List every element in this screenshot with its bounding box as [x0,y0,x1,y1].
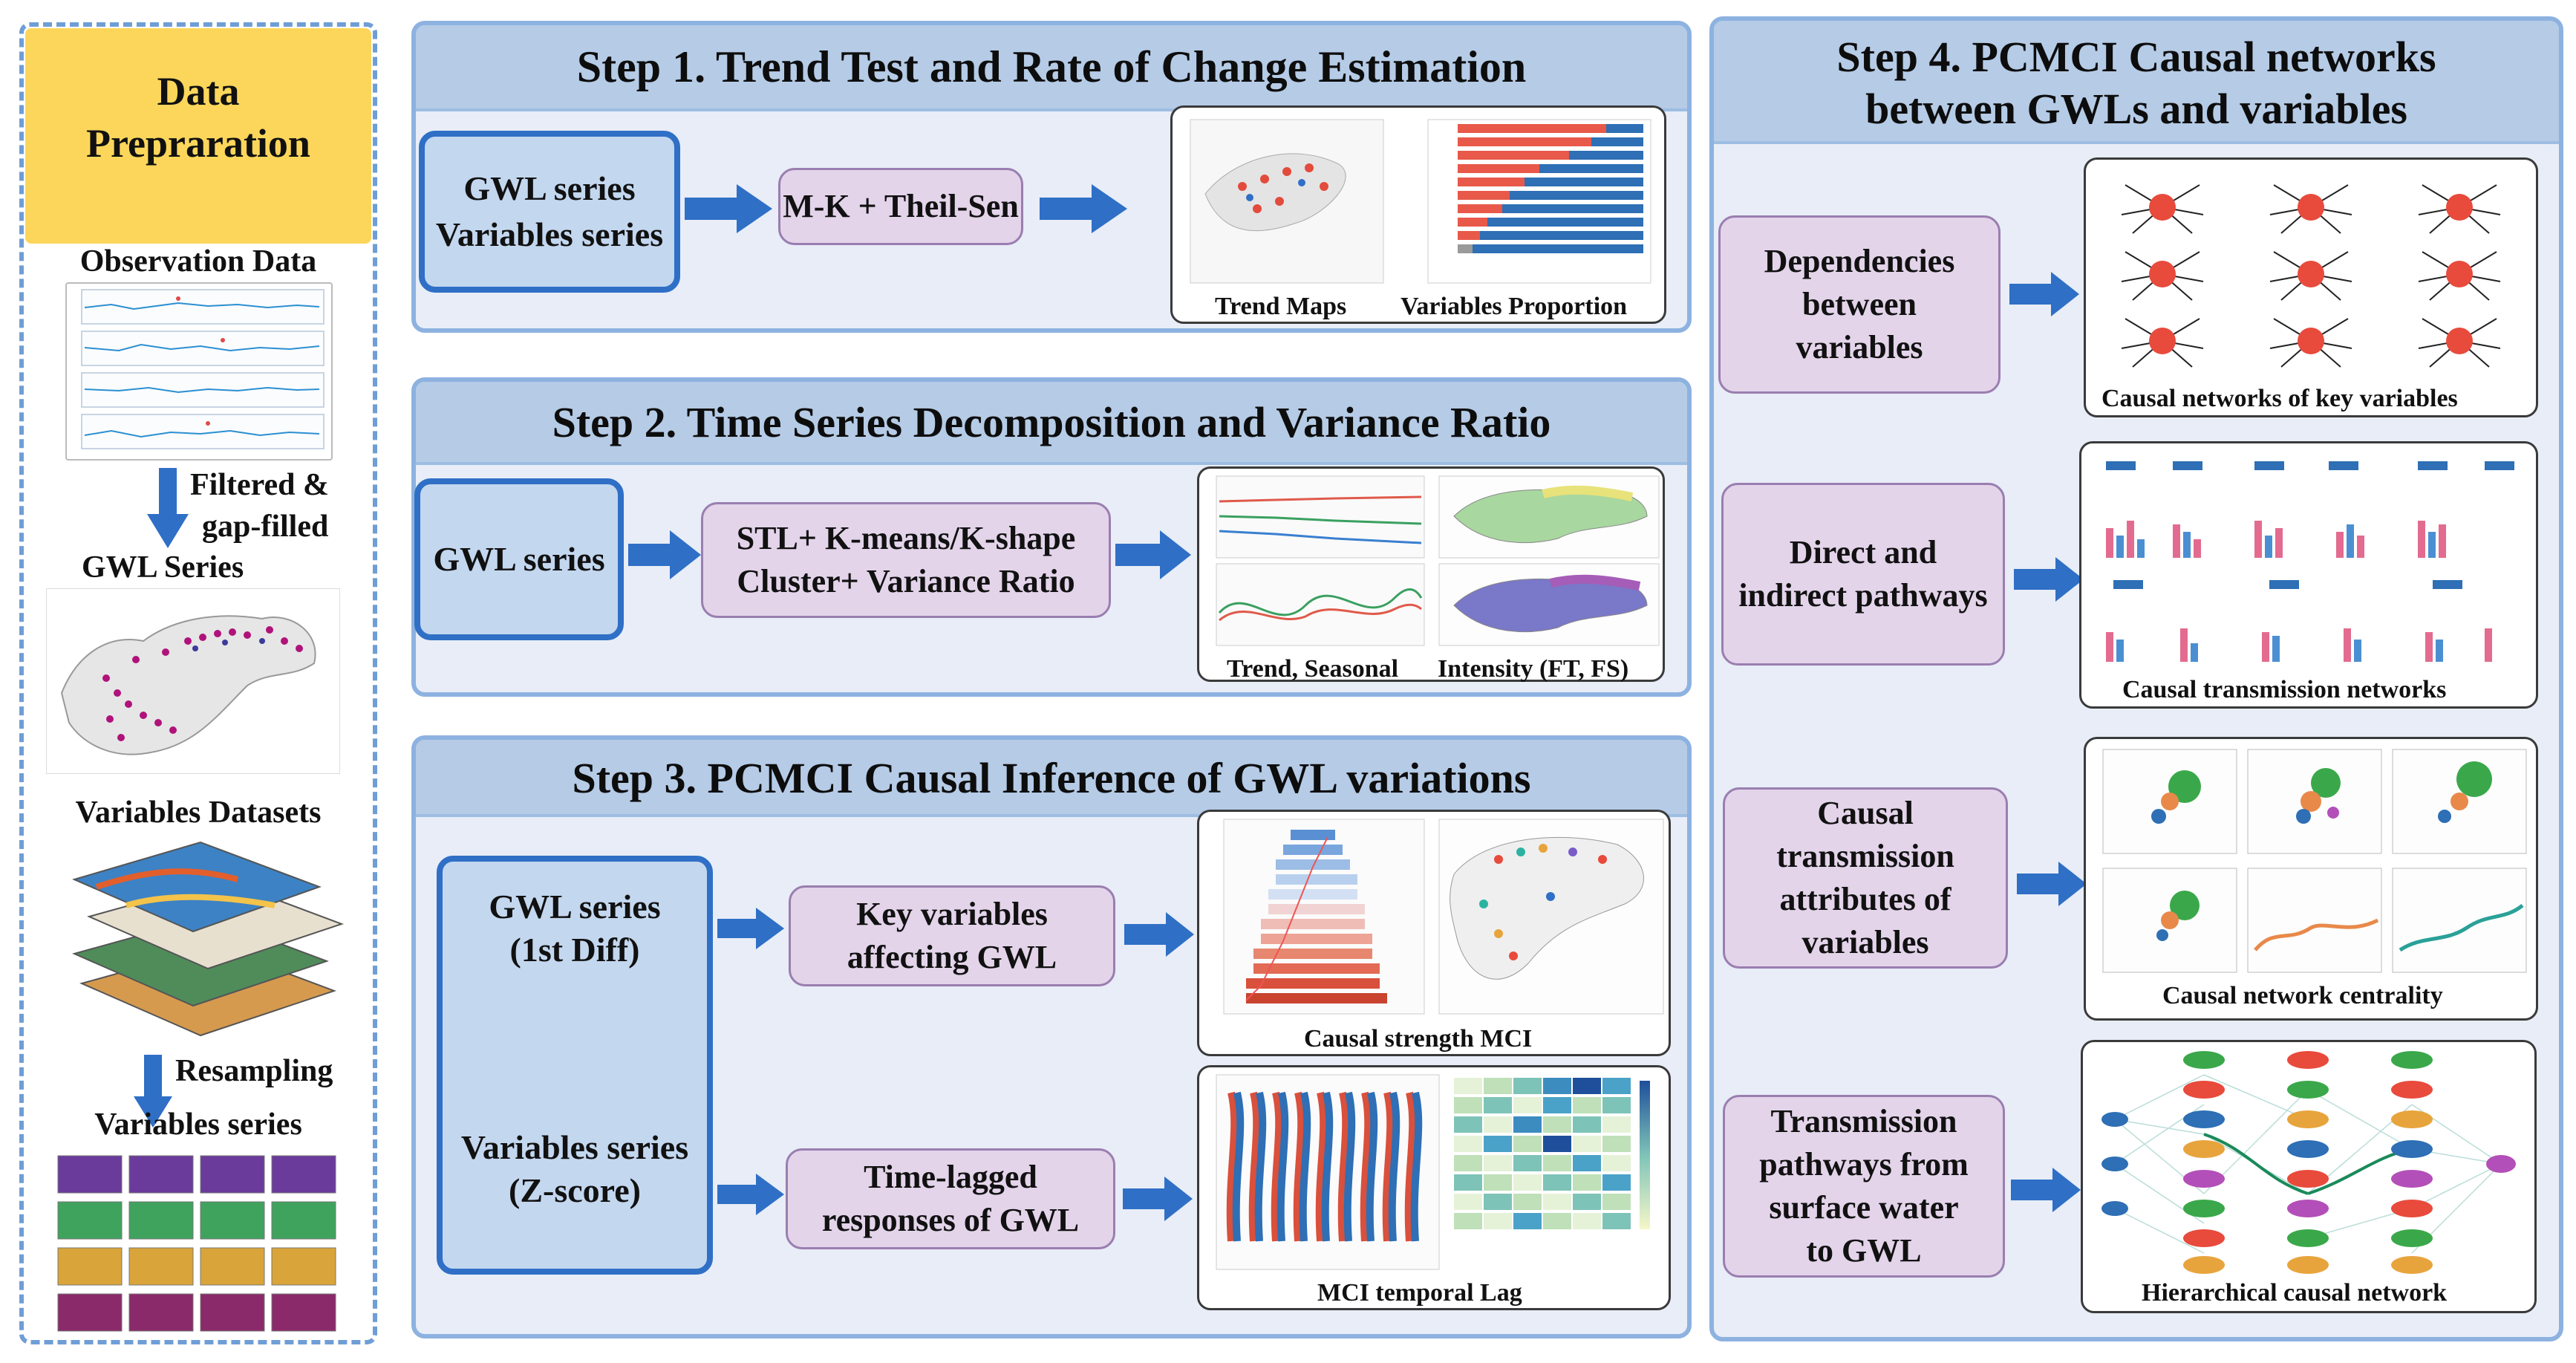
step3-caption-mci-lag: MCI temporal Lag [1317,1279,1522,1307]
right-arrow-icon [717,908,784,949]
right-arrow-icon [717,1174,784,1215]
data-preparation-header: Data Prepraration [25,28,371,244]
right-arrow-icon [2011,1168,2081,1212]
observation-data-thumbnail [65,282,333,461]
step1-caption-variables-proportion: Variables Proportion [1401,293,1628,320]
right-arrow-icon [1040,184,1127,233]
step2-title: Step 2. Time Series Decomposition and Va… [416,382,1687,465]
filtered-label-2: gap-filled [202,510,329,544]
down-arrow-icon [147,468,189,548]
right-arrow-icon [628,530,701,579]
resampling-label: Resampling [175,1054,333,1088]
variables-datasets-layers-icon [52,835,349,1050]
step3-lag-figure [1197,1065,1671,1310]
right-arrow-icon [685,184,772,233]
step2-figure [1197,466,1665,682]
right-arrow-icon [2009,272,2079,316]
step3-time-lagged-box: Time-lagged responses of GWL [786,1148,1115,1249]
step3-key-variables-box: Key variables affecting GWL [789,885,1115,986]
step4-pathways-box: Direct and indirect pathways [1721,483,2005,666]
right-arrow-icon [2014,557,2084,602]
step2-caption-trend-seasonal: Trend, Seasonal [1227,655,1399,683]
step4-caption-centrality: Causal network centrality [2162,982,2443,1009]
step1-title: Step 1. Trend Test and Rate of Change Es… [416,25,1687,111]
data-preparation-title: Data Prepraration [86,69,310,166]
step4-title: Step 4. PCMCI Causal networks between GW… [1714,21,2559,144]
variables-datasets-label: Variables Datasets [75,796,322,830]
gwl-series-label: GWL Series [82,550,244,585]
step1-input-box: GWL series Variables series [419,131,680,293]
step4-caption-networks: Causal networks of key variables [2101,385,2458,412]
step4-transmission-figure [2079,441,2538,709]
filtered-label-1: Filtered & [190,468,329,502]
down-arrow-icon [134,1055,172,1128]
right-arrow-icon [1123,1177,1193,1221]
right-arrow-icon [1115,530,1191,579]
step4-centrality-figure [2084,737,2538,1021]
step3-input-gwl: GWL series (1st Diff) [489,888,661,969]
step1-method-box: M-K + Theil-Sen [778,168,1023,245]
step2-method-box: STL+ K-means/K-shape Cluster+ Variance R… [701,502,1111,618]
step2-caption-intensity: Intensity (FT, FS) [1438,655,1629,683]
right-arrow-icon [1124,912,1194,957]
step3-mci-figure [1197,810,1671,1056]
step2-input-box: GWL series [414,478,624,640]
step4-networks-figure [2084,157,2538,417]
variables-series-maps-thumbnail [55,1148,345,1340]
step3-caption-causal-strength: Causal strength MCI [1304,1025,1533,1053]
step1-figure [1170,105,1666,324]
step4-hierarchical-figure [2081,1040,2537,1313]
step3-title: Step 3. PCMCI Causal Inference of GWL va… [416,740,1687,817]
right-arrow-icon [2017,862,2087,906]
step1-caption-trend-maps: Trend Maps [1215,293,1347,320]
variables-series-label: Variables series [94,1107,302,1142]
step4-dependencies-box: Dependencies between variables [1718,215,2001,394]
gwl-series-map-thumbnail [46,588,340,774]
observation-data-label: Observation Data [79,244,317,279]
step3-input-container [437,856,713,1275]
step3-input-variables: Variables series (Z-score) [460,1128,689,1209]
step4-caption-hierarchical: Hierarchical causal network [2142,1279,2448,1307]
step4-caption-transmission: Causal transmission networks [2122,676,2447,703]
step4-surface-water-box: Transmission pathways from surface water… [1723,1095,2005,1278]
step4-attributes-box: Causal transmission attributes of variab… [1723,787,2008,969]
